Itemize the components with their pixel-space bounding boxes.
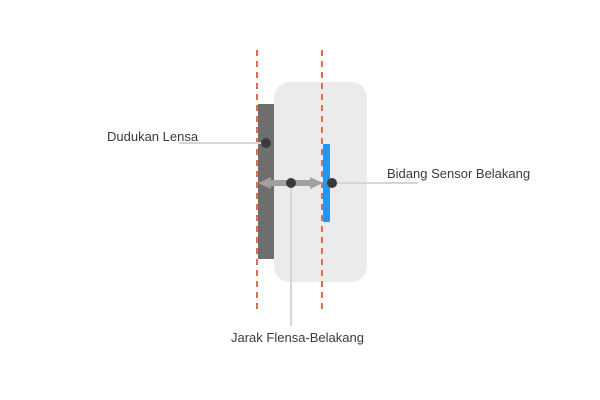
sensor-bar [323,144,330,222]
lens-mount-marker-dot [261,138,271,148]
flange-plane-dashed-line [256,50,258,310]
arrowhead-left-icon [258,177,271,189]
flange-distance-leader-line [290,183,292,326]
arrowhead-right-icon [310,177,323,189]
sensor-plane-leader-line [332,182,418,184]
lens-mount-label: Dudukan Lensa [107,129,199,144]
lens-mount-leader-line [179,142,267,144]
sensor-plane-label: Bidang Sensor Belakang [387,166,531,181]
sensor-plane-marker-dot [327,178,337,188]
flange-back-distance-label: Jarak Flensa-Belakang [231,330,364,345]
flange-distance-marker-dot [286,178,296,188]
